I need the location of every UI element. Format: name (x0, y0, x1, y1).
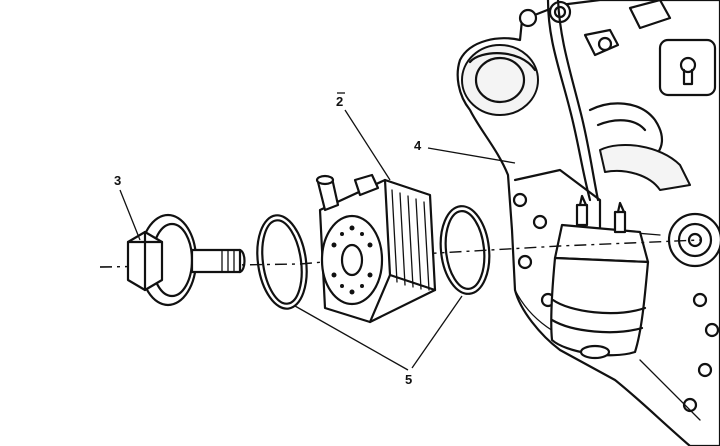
leader-line-3 (119, 189, 141, 241)
oil-filter-housing-icon (550, 194, 650, 360)
callout-2: 2 (336, 94, 343, 109)
callout-5: 5 (405, 372, 412, 387)
leader-line-2 (344, 109, 391, 181)
o-ring-seal-icon (256, 214, 308, 310)
o-ring-seal-icon (439, 205, 491, 295)
leader-line-4 (427, 147, 516, 164)
callout-3: 3 (114, 173, 121, 188)
engine-block-icon (456, 0, 720, 446)
oil-cooler-bolt-icon (126, 213, 246, 307)
leader-line-5a (294, 305, 409, 371)
oil-cooler-icon (315, 173, 437, 324)
callout-4: 4 (414, 138, 422, 153)
leader-line-5b (411, 295, 463, 369)
